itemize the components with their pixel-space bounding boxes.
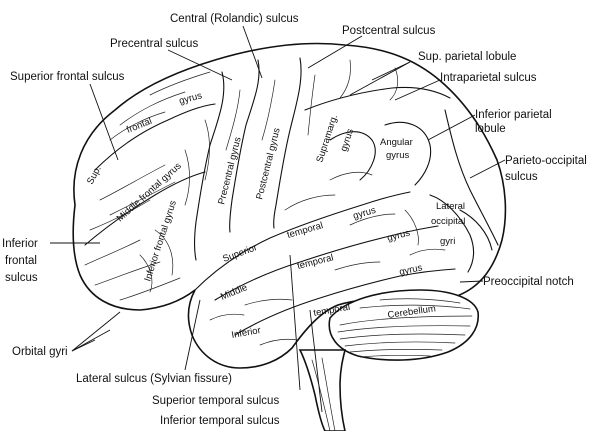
label-parieto-occipital-sulcus-1: Parieto-occipital bbox=[505, 155, 587, 167]
inline-gyrus-mt2: gyrus bbox=[398, 262, 423, 278]
label-inferior-frontal-sulcus-3: sulcus bbox=[5, 272, 38, 284]
brain-drawing bbox=[72, 42, 507, 431]
label-superior-temporal-sulcus: Superior temporal sulcus bbox=[152, 395, 279, 407]
label-inferior-temporal-sulcus: Inferior temporal sulcus bbox=[160, 415, 280, 427]
label-inferior-frontal-sulcus-1: Inferior bbox=[2, 238, 38, 250]
inline-angular: Angular bbox=[380, 137, 413, 148]
label-sup-parietal-lobule: Sup. parietal lobule bbox=[418, 51, 516, 63]
label-inferior-frontal-sulcus-2: frontal bbox=[5, 255, 37, 267]
major-sulci bbox=[84, 57, 499, 336]
label-precentral-sulcus: Precentral sulcus bbox=[110, 38, 198, 50]
external-labels: Central (Rolandic) sulcus Postcentral su… bbox=[2, 13, 587, 427]
label-intraparietal-sulcus: Intraparietal sulcus bbox=[440, 72, 537, 84]
secondary-convolutions bbox=[84, 59, 446, 346]
label-parieto-occipital-sulcus-2: sulcus bbox=[505, 171, 538, 183]
label-central-sulcus: Central (Rolandic) sulcus bbox=[170, 13, 299, 25]
brainstem-outline bbox=[298, 349, 347, 431]
label-inferior-parietal-lobule-1: Inferior parietal bbox=[475, 109, 552, 121]
cerebellum-folia bbox=[337, 298, 473, 358]
inline-inferior: Inferior bbox=[231, 325, 262, 341]
label-postcentral-sulcus: Postcentral sulcus bbox=[342, 25, 436, 37]
label-preoccipital-notch: Preoccipital notch bbox=[483, 276, 574, 288]
leader-lines bbox=[50, 25, 506, 413]
label-superior-frontal-sulcus: Superior frontal sulcus bbox=[10, 71, 125, 83]
label-inferior-parietal-lobule-2: lobule bbox=[475, 123, 506, 135]
inline-gyri: gyri bbox=[440, 236, 455, 247]
inline-occipital: occipital bbox=[431, 216, 465, 227]
inline-angular-gyrus: gyrus bbox=[386, 150, 409, 161]
label-orbital-gyri: Orbital gyri bbox=[12, 346, 68, 358]
label-lateral-sulcus: Lateral sulcus (Sylvian fissure) bbox=[76, 373, 232, 385]
inline-lateral: Lateral bbox=[436, 201, 465, 212]
brainstem-lines bbox=[311, 357, 336, 431]
